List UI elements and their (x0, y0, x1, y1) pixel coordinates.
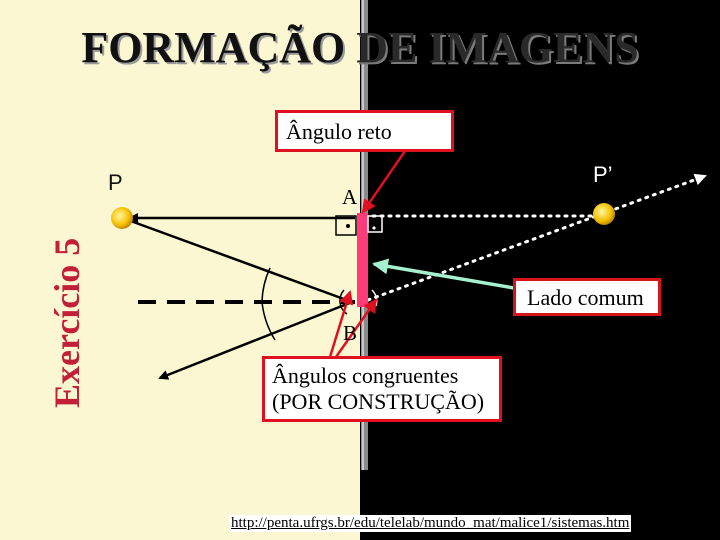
virtual-ray-B-Pprime (366, 173, 707, 302)
right-angle-marker-mirror (367, 215, 383, 233)
callout-common-side: Lado comum (513, 278, 661, 316)
left-background (0, 0, 360, 540)
label-P: P (108, 170, 123, 195)
right-angle-dot-right (372, 226, 376, 230)
label-A: A (342, 185, 358, 209)
right-angle-dot-left (346, 224, 350, 228)
point-P (111, 207, 133, 229)
title-part-1: FORMAÇÃO (81, 23, 346, 72)
point-P-prime (593, 203, 615, 225)
callout-arrow-right-angle (361, 150, 407, 214)
title-part-2: DE IMAGENS (356, 23, 639, 72)
right-background (360, 0, 720, 540)
label-P-prime: P’ (593, 162, 613, 187)
callout-arrow-congruent-1 (328, 290, 354, 358)
label-B: B (343, 321, 358, 345)
right-angle-marker (335, 215, 357, 236)
angle-arc-lower (261, 301, 276, 341)
callout-congruent-angles: Ângulos congruentes (POR CONSTRUÇÃO) (262, 356, 502, 422)
callout-right-angle: Ângulo reto (275, 110, 454, 152)
callout-congruent-line-2: (POR CONSTRUÇÃO) (272, 389, 485, 414)
reflected-ray-B (158, 300, 353, 380)
callout-arrow-congruent-2 (334, 298, 378, 358)
callout-arrow-common-side (372, 258, 515, 290)
footer-source-link[interactable]: http://penta.ufrgs.br/edu/telelab/mundo_… (229, 515, 632, 532)
angle-arc-upper (261, 267, 271, 303)
mirror-segment (357, 213, 368, 307)
callout-congruent-line-1: Ângulos congruentes (272, 363, 459, 388)
slide-title: FORMAÇÃO DE IMAGENS (0, 22, 720, 73)
ray-P-to-B (127, 218, 353, 304)
